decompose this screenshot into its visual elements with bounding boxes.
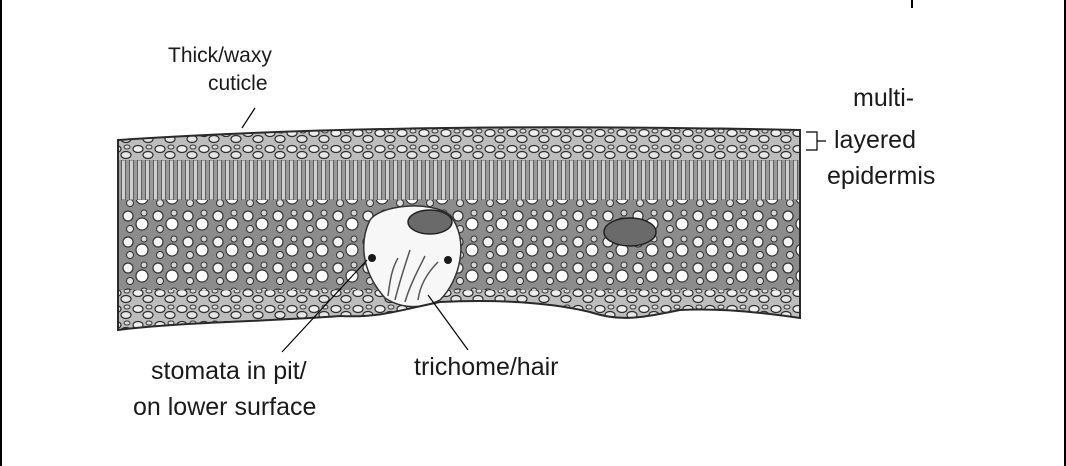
cuticle-label-line2: cuticle <box>208 72 268 96</box>
trichome-label: trichome/hair <box>414 353 559 382</box>
palisade-layer <box>110 158 810 200</box>
epidermis-label-line2: layered <box>834 126 916 155</box>
stomata-label-line1: stomata in pit/ <box>151 357 307 386</box>
leaf-tissue <box>110 120 810 340</box>
cuticle-leader-line <box>242 108 255 128</box>
epidermis-label-line3: epidermis <box>827 162 935 191</box>
trichome-leader-line <box>428 295 468 350</box>
guard-cell <box>444 256 452 264</box>
upper-epidermis <box>110 120 810 160</box>
stomata-label-line2: on lower surface <box>133 393 316 422</box>
epidermis-label-line1: multi- <box>853 84 914 113</box>
guard-cell <box>368 254 376 262</box>
vascular-bundle <box>604 218 656 246</box>
cuticle-label-line1: Thick/waxy <box>168 44 272 68</box>
epidermis-bracket <box>806 132 826 150</box>
vascular-bundle <box>408 210 452 234</box>
